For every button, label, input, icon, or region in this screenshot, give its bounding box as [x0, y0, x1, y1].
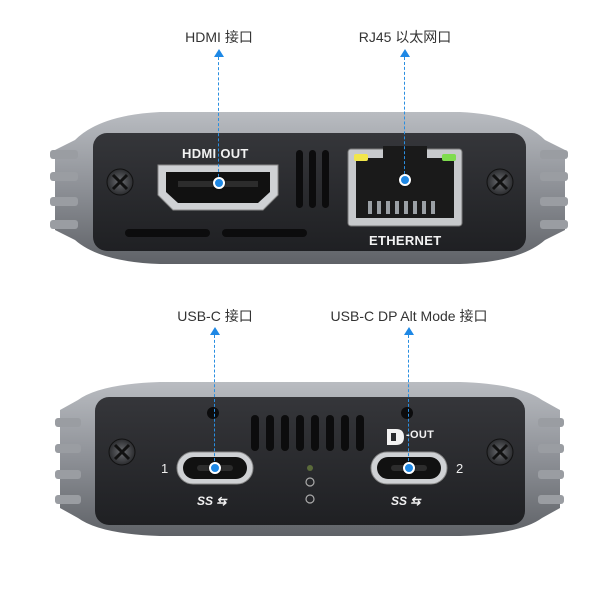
leader-line: [218, 57, 219, 182]
callout-hdmi-port: HDMI 接口: [185, 29, 253, 45]
callout-rj45-port: RJ45 以太网口: [358, 29, 452, 45]
arrow-up-icon: [210, 327, 220, 335]
superspeed-usb-logo-1: SS ⇆: [197, 494, 227, 508]
arrow-up-icon: [214, 49, 224, 57]
bottom-device: [55, 382, 564, 536]
superspeed-usb-logo-2: SS ⇆: [391, 494, 421, 508]
port-2-number: 2: [456, 461, 464, 476]
dp-out-label: -OUT: [406, 429, 435, 441]
top-device: [50, 112, 568, 264]
callout-usb-c-dp-alt-mode-port: USB-C DP Alt Mode 接口: [330, 308, 488, 324]
callout-usb-c-port: USB-C 接口: [177, 308, 253, 324]
hdmi-port-marker: [213, 177, 225, 189]
ethernet-label: ETHERNET: [369, 233, 442, 248]
arrow-up-icon: [404, 327, 414, 335]
ethernet-port-marker: [399, 174, 411, 186]
port-1-number: 1: [161, 461, 169, 476]
usb-c-port-2-marker: [403, 462, 415, 474]
usb-icon: ⇆: [216, 494, 227, 508]
hdmi-out-label: HDMI OUT: [182, 146, 249, 161]
leader-line: [214, 335, 215, 466]
arrow-up-icon: [400, 49, 410, 57]
leader-line: [408, 335, 409, 466]
usb-c-port-1-marker: [209, 462, 221, 474]
leader-line: [404, 57, 405, 179]
usb-icon: ⇆: [410, 494, 421, 508]
